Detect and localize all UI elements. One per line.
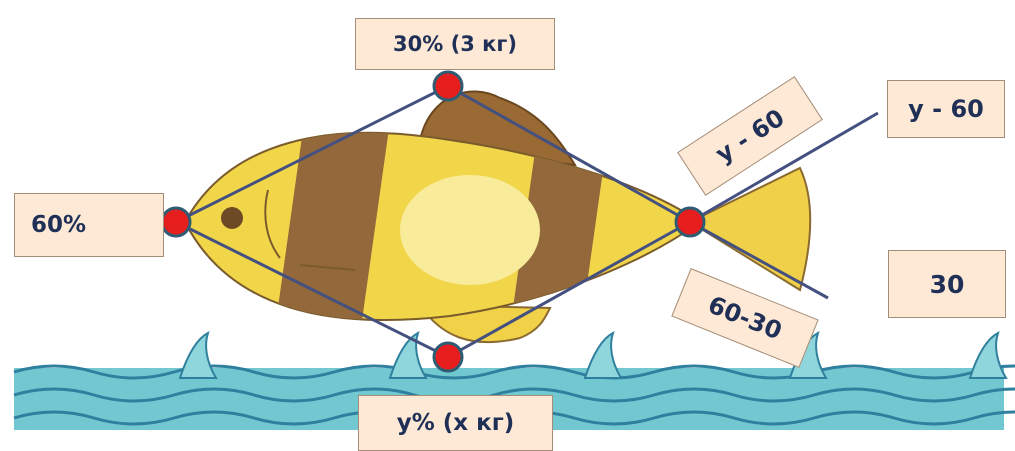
vertex-bottom bbox=[434, 343, 462, 371]
label-right-top: y - 60 bbox=[887, 80, 1005, 138]
vertex-right bbox=[676, 208, 704, 236]
vertex-top bbox=[434, 72, 462, 100]
fish-highlight bbox=[400, 175, 540, 285]
fish-eye bbox=[221, 207, 243, 229]
label-right-bottom: 30 bbox=[888, 250, 1006, 318]
label-bottom-concentration: y% (x кг) bbox=[358, 395, 553, 451]
vertex-left bbox=[162, 208, 190, 236]
label-left-concentration: 60% bbox=[14, 193, 164, 257]
label-top-concentration: 30% (3 кг) bbox=[355, 18, 555, 70]
